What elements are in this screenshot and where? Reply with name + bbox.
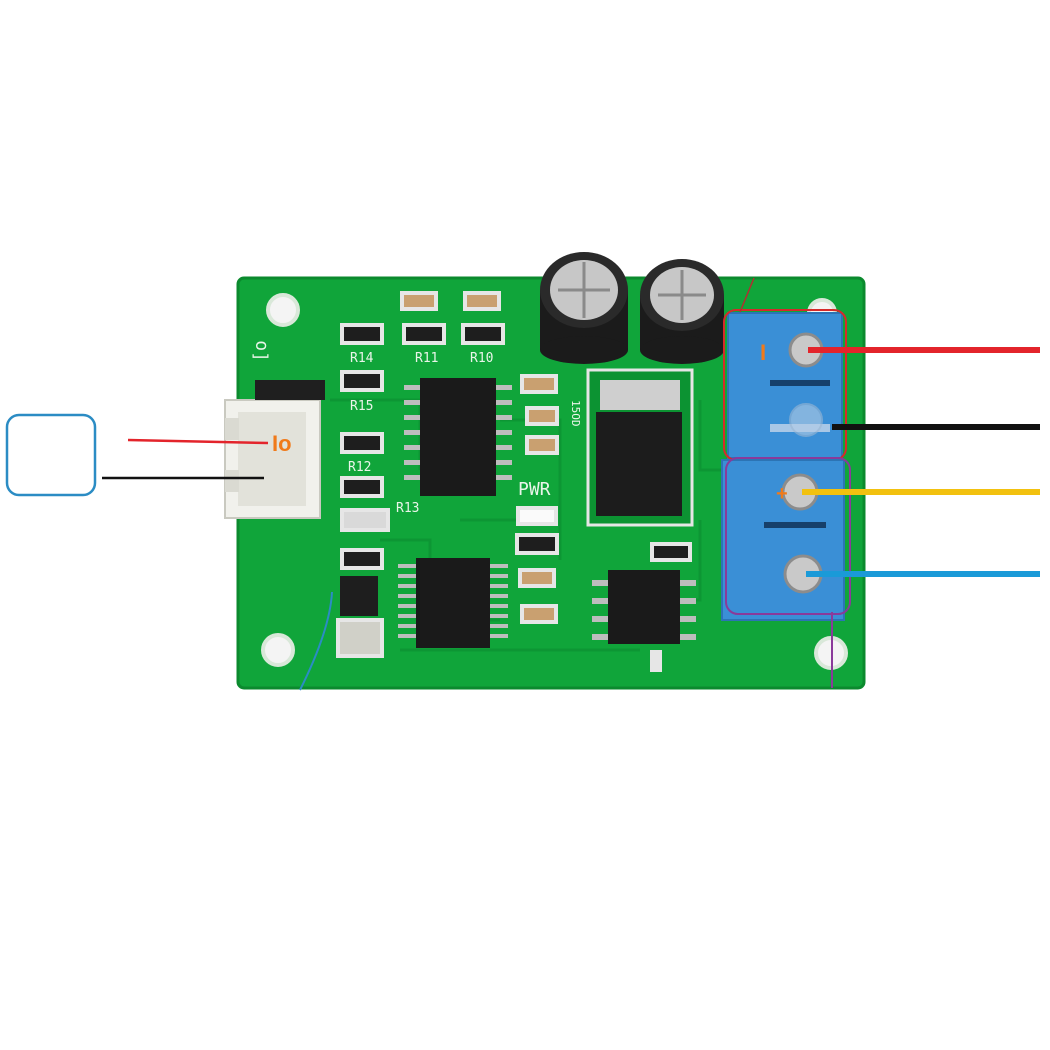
annotation-line-top [739,277,755,313]
silk-r14: R14 [350,351,374,366]
connector-wire-red [127,438,269,445]
ic-bottom [398,558,508,648]
terminal-screw-2 [789,403,823,437]
screw-terminal-bottom [721,459,845,621]
pwr-label: PWR [518,479,551,500]
terminal-input-label: I [760,340,766,365]
terminal-bottom-outline [725,457,851,615]
smd-components [336,291,692,672]
silk-r15: R15 [350,399,373,414]
voltage-regulator [586,368,694,527]
capacitor-left [540,252,628,364]
ic-top [404,378,512,496]
annotation-line-blue [299,591,333,691]
silk-cap-text: 15OD [569,400,582,427]
header-marker: [o [250,340,271,362]
ic-chips [398,368,696,648]
ic-soic8 [592,570,696,644]
callout-box [5,413,97,497]
silk-r13: R13 [396,501,419,516]
silk-r11: R11 [415,351,438,366]
output-label: Io [272,431,292,456]
screw-terminal-top [727,312,843,459]
electrolytic-capacitors [540,252,724,364]
silk-r10: R10 [470,351,493,366]
silk-r12: R12 [348,460,371,475]
capacitor-right [640,259,724,364]
jst-connector [224,380,325,519]
pin-plus-marker: + [776,483,788,505]
silkscreen-labels: R14 R11 R10 R15 R12 R13 15OD [348,351,582,516]
